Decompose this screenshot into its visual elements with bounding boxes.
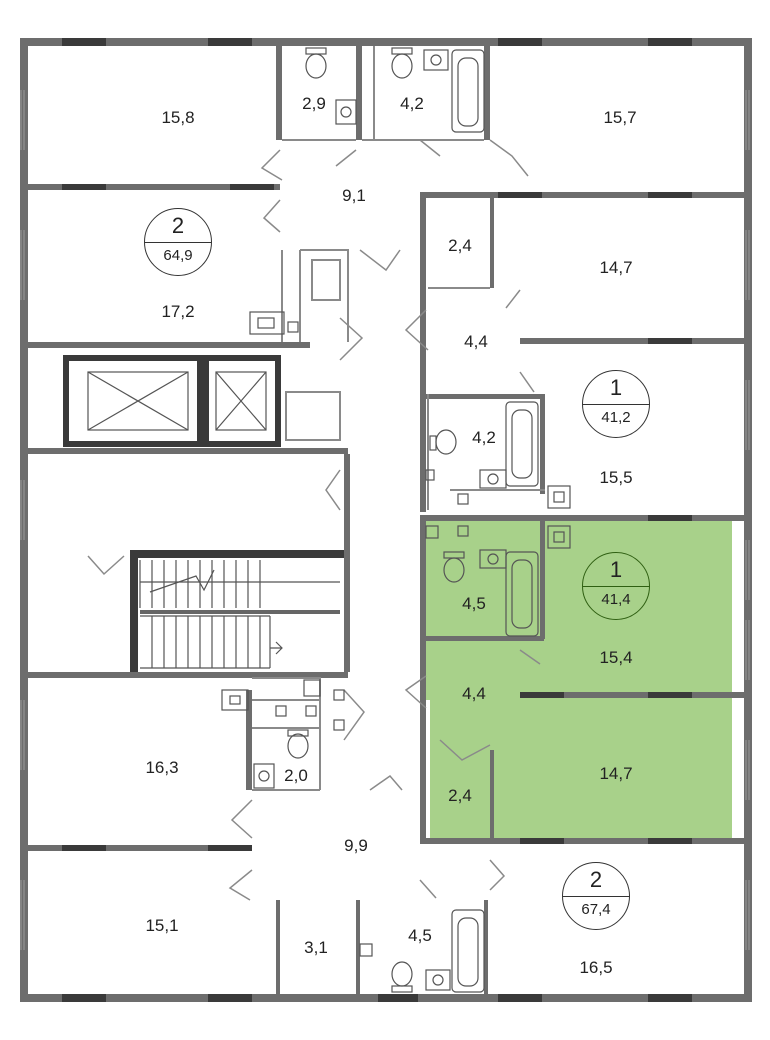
apartment-badge-nw[interactable]: 2 64,9 [144,208,212,276]
fixtures [221,47,571,993]
room-area-label: 2,9 [302,94,326,113]
room-area-label: 14,7 [599,764,633,783]
room-area-label: 15,7 [603,108,637,127]
room-area-label: 2,4 [448,786,472,805]
rooms-count: 1 [609,557,623,582]
room-area-label: 15,8 [161,108,195,127]
total-area: 64,9 [163,247,193,264]
room-area-label: 9,9 [344,836,368,855]
highlighted-apartment-fill[interactable] [424,518,732,838]
total-area: 67,4 [581,901,611,918]
room-area-label: 4,2 [472,428,496,447]
badge-divider [145,242,211,243]
total-area: 41,4 [601,591,631,608]
room-area-label: 4,4 [462,684,486,703]
window-panes [20,90,750,950]
apartment-badge-se[interactable]: 2 67,4 [562,862,630,930]
room-area-label: 3,1 [304,938,328,957]
total-area: 41,2 [601,409,631,426]
windows [62,38,692,1002]
staircase [130,550,344,672]
rooms-count: 2 [589,867,603,892]
room-area-label: 15,5 [599,468,633,487]
room-area-label: 16,5 [579,958,613,977]
room-area-label: 4,2 [400,94,424,113]
rooms-count: 2 [171,213,185,238]
door-swings [87,139,541,901]
wall-window-marks [62,184,692,851]
room-area-label: 4,5 [462,594,486,613]
interior-walls [28,46,752,994]
room-area-label: 16,3 [145,758,179,777]
rooms-count: 1 [609,375,623,400]
badge-divider [583,404,649,405]
badge-divider [563,896,629,897]
room-area-label: 15,1 [145,916,179,935]
room-area-label: 15,4 [599,648,633,667]
room-area-label: 9,1 [342,186,366,205]
room-area-label: 2,4 [448,236,472,255]
room-area-label: 17,2 [161,302,195,321]
elevator-shafts [63,355,281,447]
apartment-badge-e[interactable]: 1 41,2 [582,370,650,438]
apartment-badge-selected[interactable]: 1 41,4 [582,552,650,620]
room-area-label: 14,7 [599,258,633,277]
thin-partitions [252,46,545,791]
room-area-label: 4,4 [464,332,488,351]
room-area-label: 2,0 [284,766,308,785]
badge-divider [583,586,649,587]
room-area-label: 4,5 [408,926,432,945]
